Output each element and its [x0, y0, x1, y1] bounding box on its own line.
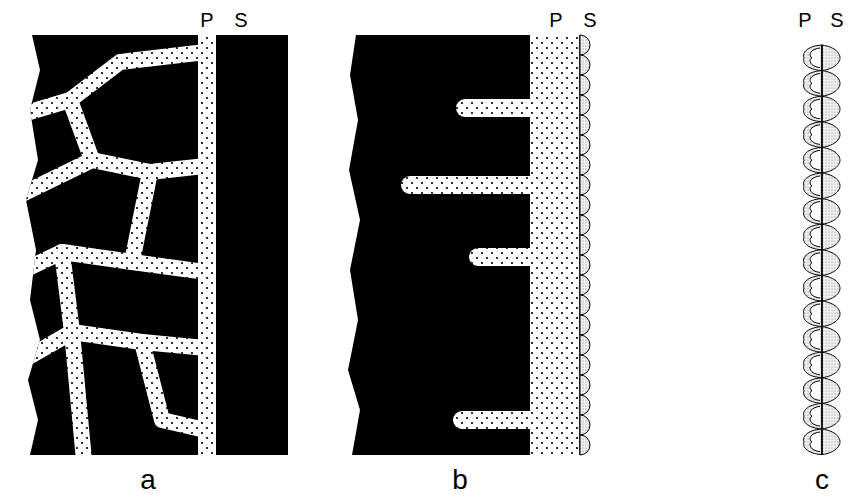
surface-bump	[580, 435, 590, 455]
p-cell	[804, 301, 822, 327]
layer-label: P	[798, 10, 811, 30]
surface-bump	[580, 355, 590, 375]
surface-bump	[580, 235, 590, 255]
s-cell	[822, 199, 840, 225]
s-cell	[822, 173, 840, 199]
s-cell	[822, 147, 840, 173]
s-cell	[822, 96, 840, 122]
p-cell	[804, 71, 822, 97]
s-cell	[822, 429, 840, 455]
p-cell	[804, 403, 822, 429]
surface-bump	[580, 175, 590, 195]
s-cell	[822, 45, 840, 71]
surface-bump	[580, 155, 590, 175]
s-cell	[822, 275, 840, 301]
p-cell	[804, 147, 822, 173]
s-cell	[822, 403, 840, 429]
p-cell	[804, 275, 822, 301]
panel-letter: b	[452, 466, 468, 494]
p-cell-lumen	[810, 176, 820, 196]
surface-bump	[580, 315, 590, 335]
p-cell-lumen	[810, 278, 820, 298]
s-cell	[822, 71, 840, 97]
s-cell	[822, 301, 840, 327]
s-cell	[822, 122, 840, 148]
layer-label: P	[200, 10, 213, 30]
surface-bump	[580, 295, 590, 315]
p-cell	[804, 378, 822, 404]
surface-bump	[580, 375, 590, 395]
surface-bump	[580, 55, 590, 75]
surface-bump	[580, 195, 590, 215]
surface-bump	[580, 95, 590, 115]
layer-label: S	[234, 10, 247, 30]
p-cell-lumen	[810, 355, 820, 375]
layer-label: P	[549, 10, 562, 30]
p-cell	[804, 250, 822, 276]
p-cell-lumen	[810, 330, 820, 350]
p-cell	[804, 173, 822, 199]
p-cell-lumen	[810, 125, 820, 145]
p-cell-lumen	[810, 150, 820, 170]
p-cell	[804, 429, 822, 455]
surface-bump	[580, 415, 590, 435]
s-cell	[822, 327, 840, 353]
p-cell	[804, 122, 822, 148]
surface-bump	[580, 215, 590, 235]
layer-label: S	[583, 10, 596, 30]
p-cell-lumen	[810, 74, 820, 94]
panel-b	[348, 35, 590, 455]
p-cell-lumen	[810, 304, 820, 324]
surface-bump	[580, 255, 590, 275]
p-cell-lumen	[810, 253, 820, 273]
surface-bump	[580, 35, 590, 55]
s-cell	[822, 352, 840, 378]
surface-bump	[580, 395, 590, 415]
p-cell	[804, 327, 822, 353]
p-cell-lumen	[810, 99, 820, 119]
surface-bump	[580, 115, 590, 135]
panel-c	[804, 45, 840, 455]
p-cell	[804, 224, 822, 250]
p-cell	[804, 199, 822, 225]
panel-a	[20, 35, 288, 460]
panel-letter: c	[815, 466, 829, 494]
p-cell	[804, 352, 822, 378]
p-cell	[804, 96, 822, 122]
surface-bump	[580, 75, 590, 95]
panel-letter: a	[140, 466, 156, 494]
p-cell-lumen	[810, 381, 820, 401]
surface-bump	[580, 335, 590, 355]
surface-bump	[580, 135, 590, 155]
p-cell-lumen	[810, 406, 820, 426]
layer-label: S	[830, 10, 843, 30]
s-cell	[822, 250, 840, 276]
surface-bump	[580, 275, 590, 295]
p-cell-lumen	[810, 48, 820, 68]
p-cell-lumen	[810, 227, 820, 247]
p-cell-lumen	[810, 202, 820, 222]
p-cell-lumen	[810, 432, 820, 452]
p-cell	[804, 45, 822, 71]
s-cell	[822, 224, 840, 250]
s-cell	[822, 378, 840, 404]
